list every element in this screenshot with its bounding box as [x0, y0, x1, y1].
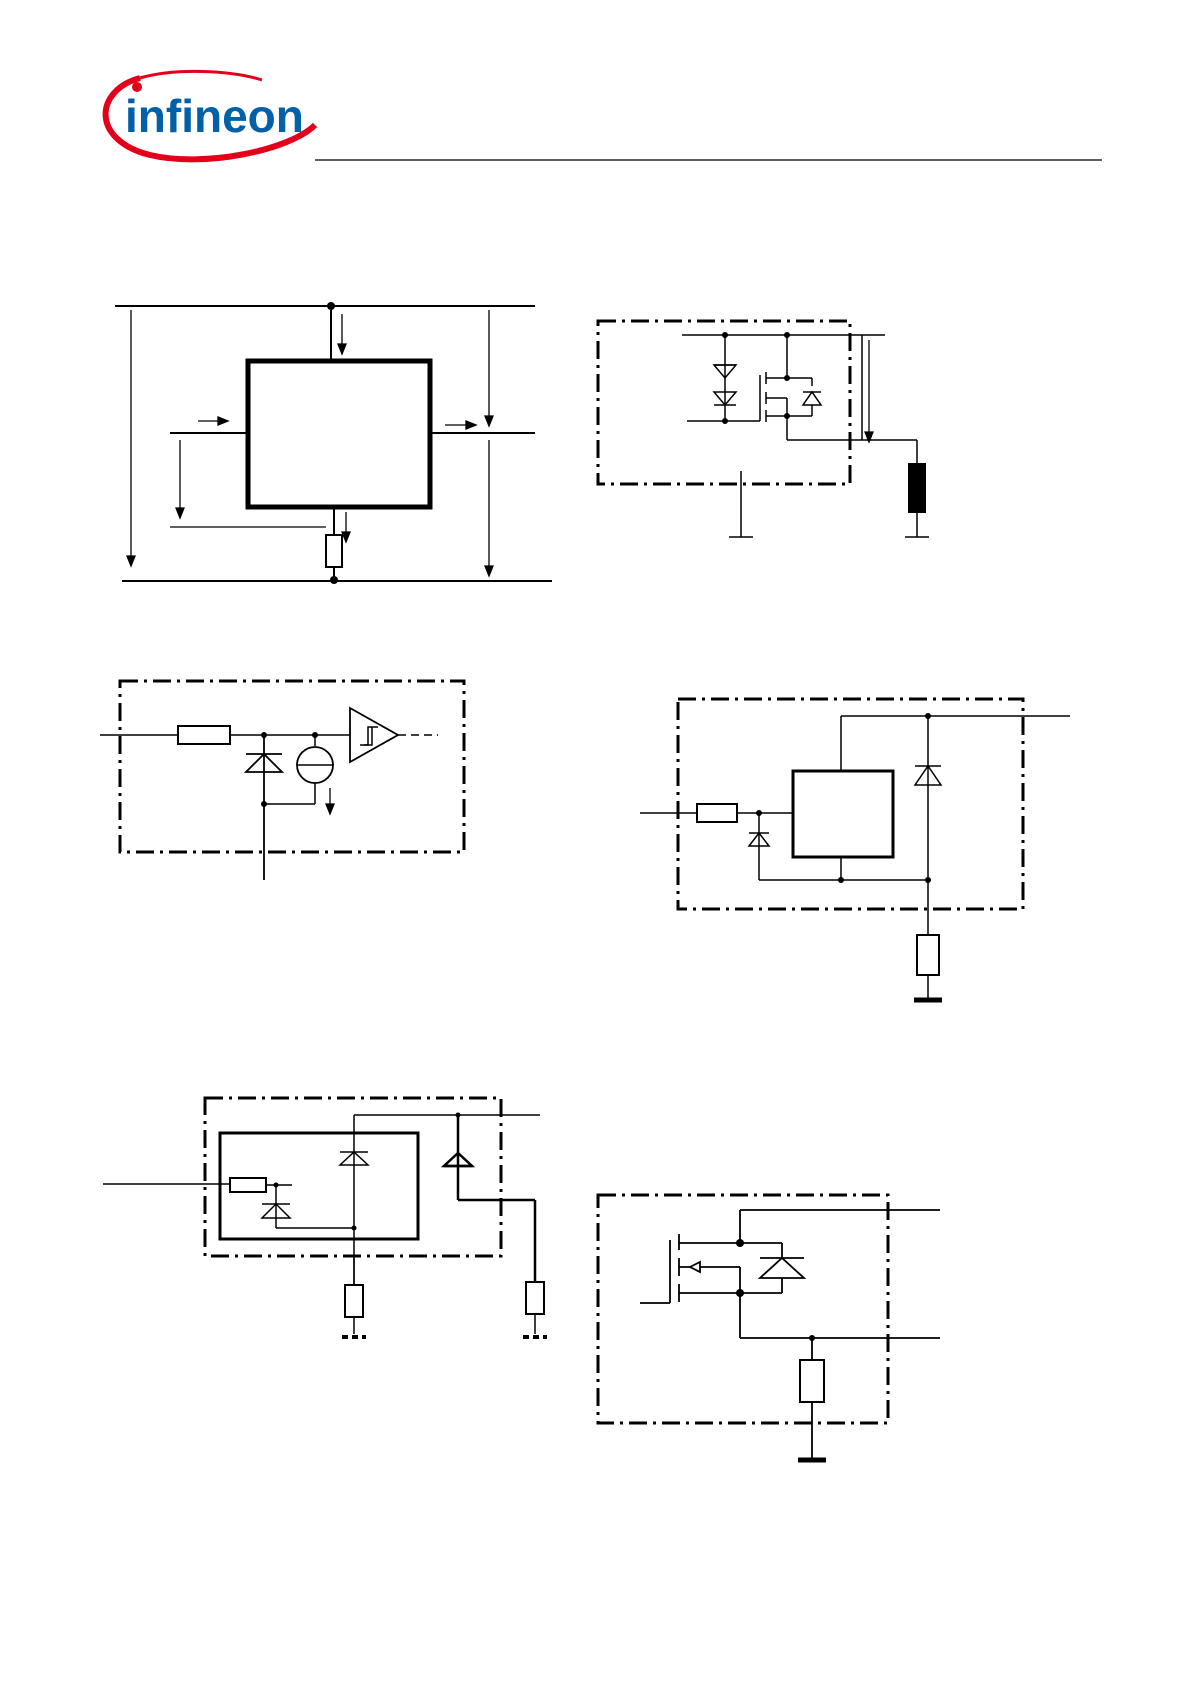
load-resistor-2: [525, 1281, 545, 1315]
zener-clamp: [712, 364, 738, 407]
infineon-logo: infineon: [102, 69, 318, 163]
logic-block: [218, 1131, 420, 1241]
figure-inverse-current: [596, 1193, 940, 1463]
input-resistor: [177, 725, 231, 745]
load-resistor-1: [344, 1284, 364, 1318]
ground-resistor: [325, 534, 343, 568]
chip-boundary: [118, 679, 466, 854]
figure-input-circuit: [100, 679, 466, 880]
input-resistor: [229, 1177, 267, 1193]
output-diode: [440, 1115, 537, 1282]
device-block: [245, 358, 433, 510]
inductive-load: [908, 463, 926, 513]
chip-boundary: [676, 697, 1025, 911]
figure-status-output: [640, 697, 1070, 1003]
schmitt-trigger: [349, 706, 400, 764]
chip-boundary: [203, 1096, 503, 1258]
logic-block: [791, 769, 895, 859]
figure-short-circuit: [103, 1096, 547, 1339]
ground-resistor: [799, 1359, 825, 1403]
pullup-resistor: [916, 934, 940, 976]
status-resistor: [696, 803, 738, 823]
figure-output-stage: [596, 319, 929, 538]
figure-terms-overview: [115, 302, 552, 584]
input-zener: [243, 735, 285, 880]
logo-text: infineon: [125, 90, 304, 142]
chip-boundary: [596, 1193, 890, 1425]
power-mosfet: [640, 1209, 940, 1458]
chip-boundary: [596, 319, 852, 486]
power-mosfet: [759, 335, 862, 441]
